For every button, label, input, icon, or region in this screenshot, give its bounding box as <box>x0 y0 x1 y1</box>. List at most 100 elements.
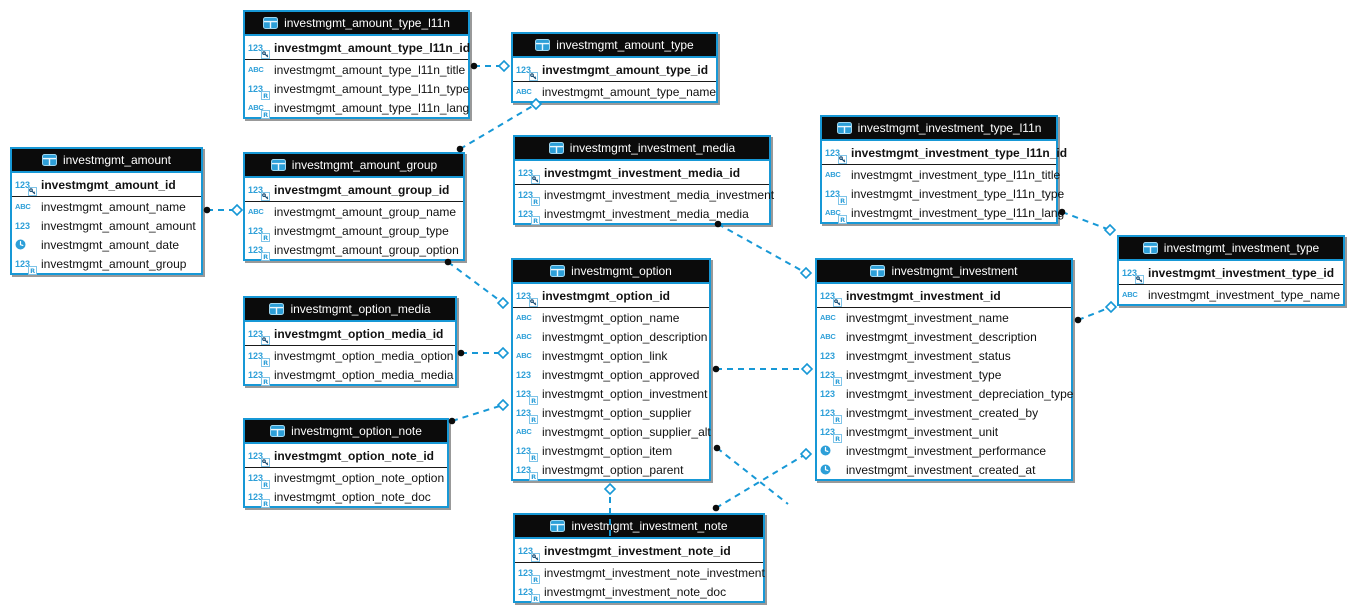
foreign-key-badge: R <box>261 232 270 242</box>
entity-title: investmgmt_option_media <box>290 302 431 316</box>
entity-investmgmt_amount_type[interactable]: investmgmt_amount_type 123 investmgmt_am… <box>511 32 718 103</box>
column-row-investmgmt_investment_created_at[interactable]: investmgmt_investment_created_at <box>817 460 1071 479</box>
column-row-investmgmt_option_media_media[interactable]: 123 R investmgmt_option_media_media <box>245 365 455 386</box>
column-row-investmgmt_investment_media_id[interactable]: 123 investmgmt_investment_media_id <box>515 161 769 185</box>
column-row-investmgmt_amount_group_name[interactable]: ABC investmgmt_amount_group_name <box>245 202 463 221</box>
column-row-investmgmt_option_note_option[interactable]: 123 R investmgmt_option_note_option <box>245 468 447 489</box>
entity-header[interactable]: investmgmt_amount_type <box>513 34 716 58</box>
column-row-investmgmt_option_id[interactable]: 123 investmgmt_option_id <box>513 284 709 308</box>
svg-text:R: R <box>263 378 268 386</box>
relationship-investmgmt_option_note-to-investmgmt_option <box>448 398 510 425</box>
entity-investmgmt_investment_type_l11n[interactable]: investmgmt_investment_type_l11n 123 inve… <box>820 115 1067 224</box>
column-row-investmgmt_investment_media_investment[interactable]: 123 R investmgmt_investment_media_invest… <box>515 185 774 206</box>
entity-header[interactable]: investmgmt_investment_type <box>1119 237 1343 261</box>
column-row-investmgmt_investment_depreciation_type[interactable]: 123 investmgmt_investment_depreciation_t… <box>817 384 1074 403</box>
entity-header[interactable]: investmgmt_amount_group <box>245 154 463 178</box>
entity-investmgmt_option[interactable]: investmgmt_option 123 investmgmt_option_… <box>511 258 711 481</box>
entity-investmgmt_investment[interactable]: investmgmt_investment 123 investmgmt_inv… <box>815 258 1073 481</box>
entity-investmgmt_investment_type[interactable]: investmgmt_investment_type 123 investmgm… <box>1117 235 1345 306</box>
column-row-investmgmt_investment_created_by[interactable]: 123 R investmgmt_investment_created_by <box>817 403 1071 424</box>
primary-key-badge <box>529 71 538 81</box>
column-row-investmgmt_amount_amount[interactable]: 123 investmgmt_amount_amount <box>12 216 201 235</box>
text-type-icon: ABC <box>516 87 532 96</box>
entity-investmgmt_option_note[interactable]: investmgmt_option_note 123 investmgmt_op… <box>243 418 449 508</box>
column-row-investmgmt_option_media_id[interactable]: 123 investmgmt_option_media_id <box>245 322 455 346</box>
table-icon <box>270 159 286 171</box>
column-row-investmgmt_option_supplier[interactable]: 123 R investmgmt_option_supplier <box>513 403 709 424</box>
entity-investmgmt_option_media[interactable]: investmgmt_option_media 123 investmgmt_o… <box>243 296 457 386</box>
column-row-investmgmt_amount_type_name[interactable]: ABC investmgmt_amount_type_name <box>513 82 716 101</box>
entity-header[interactable]: investmgmt_investment_media <box>515 137 769 161</box>
column-row-investmgmt_option_media_option[interactable]: 123 R investmgmt_option_media_option <box>245 346 455 367</box>
column-row-investmgmt_investment_name[interactable]: ABC investmgmt_investment_name <box>817 308 1071 327</box>
primary-key-badge <box>261 49 270 59</box>
column-row-investmgmt_investment_type_l11n_title[interactable]: ABC investmgmt_investment_type_l11n_titl… <box>822 165 1060 184</box>
column-row-investmgmt_option_parent[interactable]: 123 R investmgmt_option_parent <box>513 460 709 481</box>
column-row-investmgmt_option_note_doc[interactable]: 123 R investmgmt_option_note_doc <box>245 487 447 508</box>
column-row-investmgmt_investment_note_id[interactable]: 123 investmgmt_investment_note_id <box>515 539 763 563</box>
column-row-investmgmt_option_supplier_alt[interactable]: ABC investmgmt_option_supplier_alt <box>513 422 711 441</box>
entity-header[interactable]: investmgmt_investment <box>817 260 1071 284</box>
column-row-investmgmt_investment_media_media[interactable]: 123 R investmgmt_investment_media_media <box>515 204 769 225</box>
column-row-investmgmt_investment_note_doc[interactable]: 123 R investmgmt_investment_note_doc <box>515 582 763 603</box>
column-name: investmgmt_investment_depreciation_type <box>846 386 1074 401</box>
column-row-investmgmt_amount_group_id[interactable]: 123 investmgmt_amount_group_id <box>245 178 463 202</box>
entity-header[interactable]: investmgmt_option <box>513 260 709 284</box>
column-row-investmgmt_investment_type[interactable]: 123 R investmgmt_investment_type <box>817 365 1071 386</box>
column-row-investmgmt_amount_id[interactable]: 123 investmgmt_amount_id <box>12 173 201 197</box>
column-row-investmgmt_option_link[interactable]: ABC investmgmt_option_link <box>513 346 709 365</box>
entity-investmgmt_amount_group[interactable]: investmgmt_amount_group 123 investmgmt_a… <box>243 152 465 261</box>
column-row-investmgmt_investment_type_id[interactable]: 123 investmgmt_investment_type_id <box>1119 261 1343 285</box>
column-row-investmgmt_option_approved[interactable]: 123 investmgmt_option_approved <box>513 365 709 384</box>
table-icon <box>269 303 285 315</box>
entity-header[interactable]: investmgmt_investment_type_l11n <box>822 117 1056 141</box>
entity-investmgmt_amount_type_l11n[interactable]: investmgmt_amount_type_l11n 123 investmg… <box>243 10 470 119</box>
column-row-investmgmt_amount_type_id[interactable]: 123 investmgmt_amount_type_id <box>513 58 716 82</box>
column-row-investmgmt_amount_type_l11n_id[interactable]: 123 investmgmt_amount_type_l11n_id <box>245 36 470 60</box>
column-row-investmgmt_investment_note_investment[interactable]: 123 R investmgmt_investment_note_investm… <box>515 563 765 584</box>
entity-investmgmt_investment_media[interactable]: investmgmt_investment_media 123 investmg… <box>513 135 774 225</box>
column-row-investmgmt_amount_group_type[interactable]: 123 R investmgmt_amount_group_type <box>245 221 463 242</box>
relationship-diamond-endpoint <box>1104 300 1118 314</box>
foreign-key-badge: R <box>833 414 842 424</box>
foreign-key-badge: R <box>833 433 842 443</box>
column-row-investmgmt_investment_type_l11n_id[interactable]: 123 investmgmt_investment_type_l11n_id <box>822 141 1067 165</box>
numeric-type-icon: 123 R <box>248 225 270 242</box>
column-name: investmgmt_amount_group_option <box>274 242 459 257</box>
column-row-investmgmt_investment_performance[interactable]: investmgmt_investment_performance <box>817 441 1071 460</box>
column-row-investmgmt_amount_group_option[interactable]: 123 R investmgmt_amount_group_option <box>245 240 463 261</box>
numeric-type-icon: 123 R <box>15 258 37 275</box>
entity-header[interactable]: investmgmt_option_media <box>245 298 455 322</box>
entity-header[interactable]: investmgmt_amount <box>12 149 201 173</box>
column-row-investmgmt_investment_type_l11n_type[interactable]: 123 R investmgmt_investment_type_l11n_ty… <box>822 184 1064 205</box>
column-row-investmgmt_option_name[interactable]: ABC investmgmt_option_name <box>513 308 709 327</box>
column-row-investmgmt_amount_date[interactable]: investmgmt_amount_date <box>12 235 201 254</box>
column-row-investmgmt_amount_name[interactable]: ABC investmgmt_amount_name <box>12 197 201 216</box>
column-row-investmgmt_amount_type_l11n_title[interactable]: ABC investmgmt_amount_type_l11n_title <box>245 60 468 79</box>
column-name: investmgmt_investment_type_name <box>1148 287 1341 302</box>
column-row-investmgmt_investment_status[interactable]: 123 investmgmt_investment_status <box>817 346 1071 365</box>
column-row-investmgmt_investment_id[interactable]: 123 investmgmt_investment_id <box>817 284 1071 308</box>
column-row-investmgmt_amount_group[interactable]: 123 R investmgmt_amount_group <box>12 254 201 275</box>
entity-header[interactable]: investmgmt_amount_type_l11n <box>245 12 468 36</box>
entity-header[interactable]: investmgmt_option_note <box>245 420 447 444</box>
foreign-key-badge: R <box>833 376 842 386</box>
column-row-investmgmt_investment_description[interactable]: ABC investmgmt_investment_description <box>817 327 1071 346</box>
column-row-investmgmt_option_item[interactable]: 123 R investmgmt_option_item <box>513 441 709 462</box>
column-row-investmgmt_amount_type_l11n_type[interactable]: 123 R investmgmt_amount_type_l11n_type <box>245 79 469 100</box>
svg-text:R: R <box>533 595 538 603</box>
entity-investmgmt_amount[interactable]: investmgmt_amount 123 investmgmt_amount_… <box>10 147 203 275</box>
entity-header[interactable]: investmgmt_investment_note <box>515 515 763 539</box>
column-row-investmgmt_option_investment[interactable]: 123 R investmgmt_option_investment <box>513 384 709 405</box>
foreign-key-badge: R <box>261 357 270 367</box>
column-row-investmgmt_amount_type_l11n_lang[interactable]: ABC R investmgmt_amount_type_l11n_lang <box>245 98 469 119</box>
primary-key-badge <box>261 191 270 201</box>
text-type-icon: ABC <box>15 202 31 211</box>
column-row-investmgmt_investment_type_l11n_lang[interactable]: ABC R investmgmt_investment_type_l11n_la… <box>822 203 1064 224</box>
column-row-investmgmt_investment_type_name[interactable]: ABC investmgmt_investment_type_name <box>1119 285 1343 304</box>
column-row-investmgmt_investment_unit[interactable]: 123 R investmgmt_investment_unit <box>817 422 1071 443</box>
entity-investmgmt_investment_note[interactable]: investmgmt_investment_note 123 investmgm… <box>513 513 765 603</box>
column-row-investmgmt_option_note_id[interactable]: 123 investmgmt_option_note_id <box>245 444 447 468</box>
column-row-investmgmt_option_description[interactable]: ABC investmgmt_option_description <box>513 327 709 346</box>
numeric-type-icon: 123 <box>15 177 39 196</box>
